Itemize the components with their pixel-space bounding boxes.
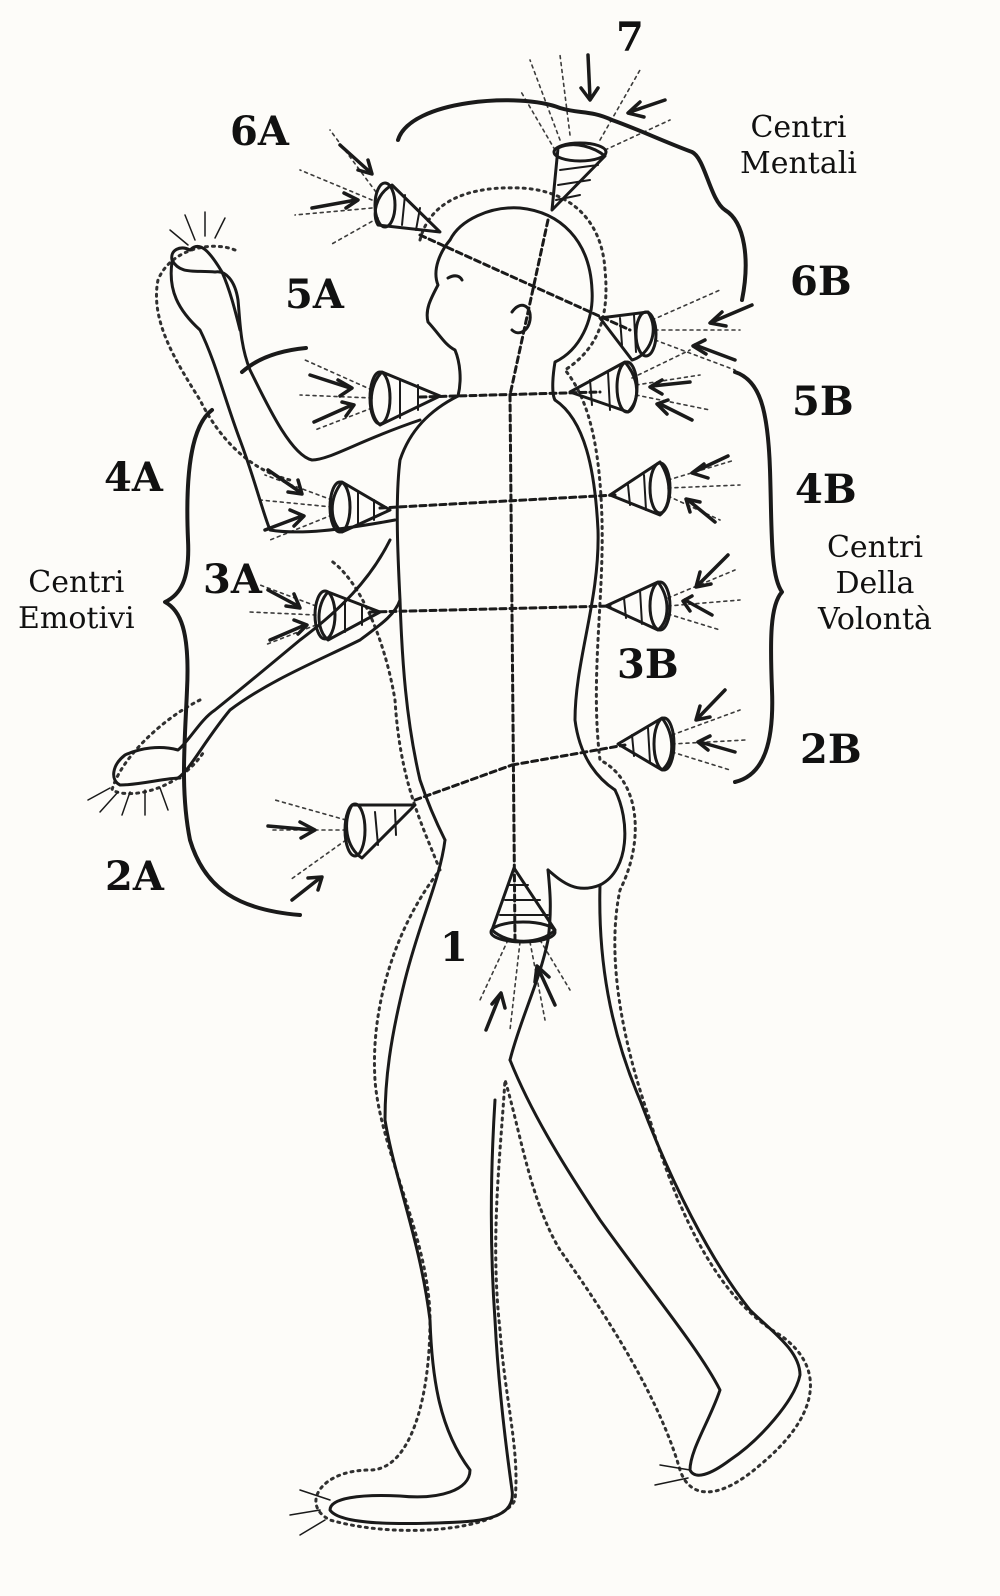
emotional-centers-brace <box>165 410 300 915</box>
chakra-label-7: 7 <box>616 18 644 58</box>
chakra-funnel-7 <box>552 143 606 210</box>
chakra-label-6b: 6B <box>790 262 852 302</box>
chakra-funnel-5b <box>570 362 637 412</box>
chakra-label-3b: 3B <box>617 645 679 685</box>
chakra-label-2a: 2A <box>105 857 164 897</box>
aura-outline <box>112 188 810 1531</box>
chakra-funnel-2a <box>345 804 415 858</box>
mental-centers-line2: Mentali <box>740 146 857 182</box>
chakra-funnel-2b <box>618 718 674 770</box>
emotional-centers-label: Centri Emotivi <box>18 565 135 637</box>
chakra-label-4b: 4B <box>795 470 857 510</box>
emotional-centers-line1: Centri <box>18 565 135 601</box>
arm-brace-mark <box>242 348 306 372</box>
will-centers-brace <box>735 372 782 782</box>
human-figure <box>114 208 800 1524</box>
chakra-funnel-3b <box>606 582 670 630</box>
emotional-centers-line2: Emotivi <box>18 601 135 637</box>
will-centers-line1: Centri <box>818 530 932 566</box>
will-centers-line2: Della <box>818 566 932 602</box>
will-centers-label: Centri Della Volontà <box>818 530 932 638</box>
mental-centers-label: Centri Mentali <box>740 110 857 182</box>
chakra-label-5b: 5B <box>792 382 854 422</box>
mental-centers-line1: Centri <box>740 110 857 146</box>
chakra-funnel-6a <box>375 183 440 232</box>
chakra-funnel-1 <box>491 868 555 942</box>
chakra-label-6a: 6A <box>230 112 289 152</box>
chakra-label-2b: 2B <box>800 730 862 770</box>
chakra-label-1: 1 <box>440 928 468 968</box>
chakra-label-4a: 4A <box>104 458 163 498</box>
energy-radiation <box>250 55 745 1030</box>
chakra-label-5a: 5A <box>285 275 344 315</box>
chakra-label-3a: 3A <box>203 560 262 600</box>
will-centers-line3: Volontà <box>818 602 932 638</box>
chakra-funnel-4b <box>610 462 670 515</box>
energy-channels <box>370 220 630 940</box>
